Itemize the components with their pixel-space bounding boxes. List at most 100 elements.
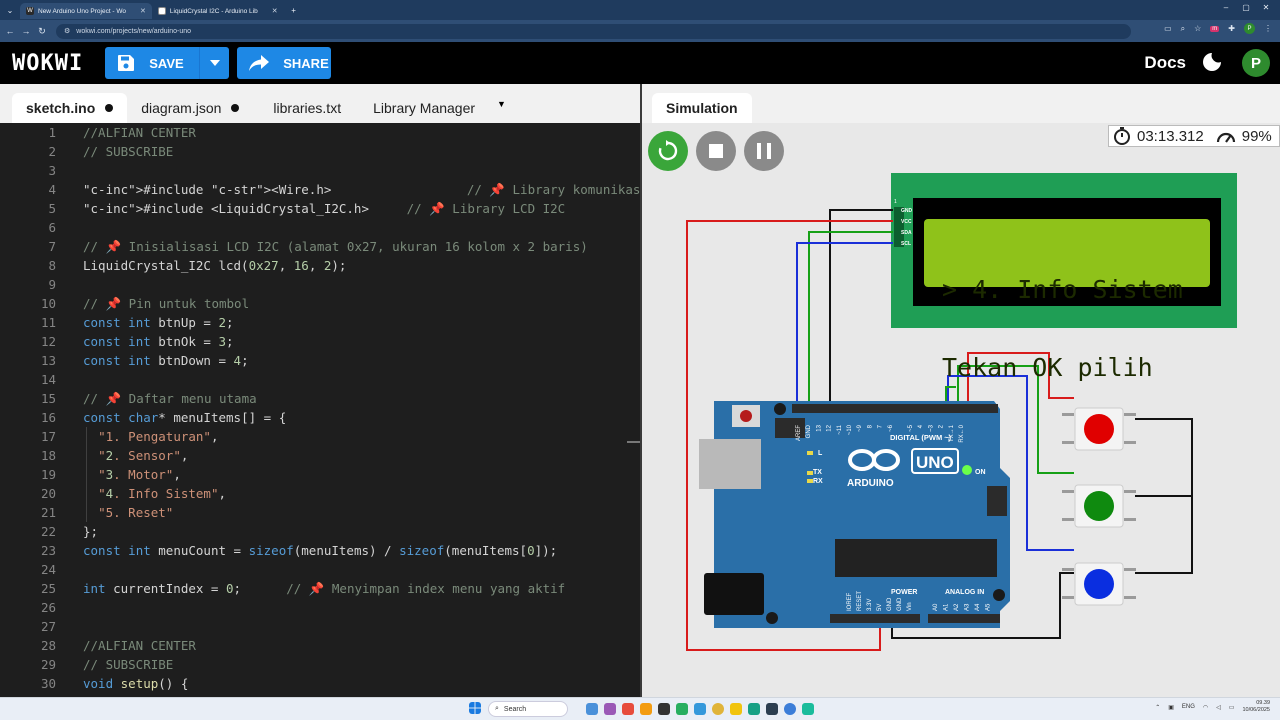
chrome-icon[interactable] <box>712 703 724 715</box>
lcd-module[interactable]: 1 <box>891 173 1237 328</box>
reload-icon[interactable]: ↻ <box>38 25 46 36</box>
pushbutton[interactable] <box>1062 407 1136 451</box>
browser-menu-icon[interactable]: ⋮ <box>1264 24 1272 33</box>
simulation-canvas[interactable]: 03:13.312 99% 1 GND VCC SDA SCL <box>642 123 1280 697</box>
battery-icon[interactable]: ▭ <box>1228 704 1235 711</box>
close-tab-icon[interactable]: ✕ <box>140 8 146 15</box>
pushbutton[interactable] <box>1062 562 1136 606</box>
wifi-icon[interactable]: ◠ <box>1202 704 1209 711</box>
code-line[interactable]: 5"c-inc">#include <LiquidCrystal_I2C.h> … <box>0 199 630 218</box>
code-line[interactable]: 1//ALFIAN CENTER <box>0 123 630 142</box>
browser-tab[interactable]: LiquidCrystal I2C - Arduino Lib ✕ <box>152 3 284 19</box>
code-line[interactable]: 15// 📌 Daftar menu utama <box>0 389 630 408</box>
save-button[interactable]: SAVE <box>105 47 199 79</box>
back-icon[interactable]: ← <box>5 26 15 36</box>
code-line[interactable]: 18 "2. Sensor", <box>0 446 630 465</box>
capcut-icon[interactable] <box>658 703 670 715</box>
code-line[interactable]: 14 <box>0 370 630 389</box>
code-line[interactable]: 19 "3. Motor", <box>0 465 630 484</box>
restart-simulation-button[interactable] <box>648 131 688 171</box>
stop-simulation-button[interactable] <box>696 131 736 171</box>
code-line[interactable]: 26 <box>0 598 630 617</box>
user-avatar[interactable]: P <box>1242 49 1270 77</box>
forward-icon[interactable]: → <box>21 26 31 36</box>
panel-splitter[interactable] <box>640 84 642 697</box>
clock[interactable]: 09.39 10/06/2025 <box>1242 700 1270 714</box>
taskbar-search-input[interactable]: ⌕ Search <box>488 701 568 717</box>
app-icon[interactable] <box>766 703 778 715</box>
copilot-icon[interactable] <box>604 703 616 715</box>
tray-chevron-icon[interactable]: ⌃ <box>1155 704 1161 711</box>
arduino-uno-board[interactable] <box>699 401 1010 628</box>
edge-icon[interactable] <box>586 703 598 715</box>
code-line[interactable]: 20 "4. Info Sistem", <box>0 484 630 503</box>
code-line[interactable]: 4"c-inc">#include "c-str"><Wire.h> // 📌 … <box>0 180 640 199</box>
code-line[interactable]: 7// 📌 Inisialisasi LCD I2C (alamat 0x27,… <box>0 237 630 256</box>
volume-icon[interactable]: ◁ <box>1216 704 1221 711</box>
more-tabs-caret-icon[interactable]: ▼ <box>497 99 506 109</box>
new-tab-icon[interactable]: + <box>291 5 296 15</box>
code-line[interactable]: 9 <box>0 275 630 294</box>
code-line[interactable]: 29// SUBSCRIBE <box>0 655 630 674</box>
close-window-icon[interactable]: ✕ <box>1262 3 1270 12</box>
minimize-icon[interactable]: – <box>1223 3 1229 12</box>
code-line[interactable]: 6 <box>0 218 630 237</box>
tray-app-icon[interactable]: ▣ <box>1168 704 1174 711</box>
tab-diagram-json[interactable]: diagram.json <box>127 93 253 123</box>
app-icon[interactable] <box>748 703 760 715</box>
docs-link[interactable]: Docs <box>1144 53 1186 72</box>
file-explorer-icon[interactable] <box>730 703 742 715</box>
code-line[interactable]: 10// 📌 Pin untuk tombol <box>0 294 630 313</box>
app-icon[interactable] <box>802 703 814 715</box>
code-line[interactable]: 3 <box>0 161 630 180</box>
wokwi-logo[interactable]: WOKWI <box>12 50 84 76</box>
pause-simulation-button[interactable] <box>744 131 784 171</box>
tab-libraries-txt[interactable]: libraries.txt <box>253 93 355 123</box>
tab-simulation[interactable]: Simulation <box>652 93 752 123</box>
tab-label: sketch.ino <box>26 100 96 116</box>
url-input[interactable]: ⚙ wokwi.com/projects/new/arduino-uno <box>56 23 1131 39</box>
share-button[interactable]: SHARE <box>237 47 332 79</box>
language-indicator[interactable]: ENG <box>1181 704 1195 710</box>
files-icon[interactable] <box>640 703 652 715</box>
code-line[interactable]: 21 "5. Reset" <box>0 503 630 522</box>
save-label: SAVE <box>149 55 184 71</box>
browser-tab-active[interactable]: W New Arduino Uno Project - Wo ✕ <box>20 3 152 19</box>
store-icon[interactable] <box>694 703 706 715</box>
code-line[interactable]: 22}; <box>0 522 630 541</box>
mail-icon[interactable] <box>622 703 634 715</box>
close-tab-icon[interactable]: ✕ <box>271 8 278 15</box>
code-line[interactable]: 2// SUBSCRIBE <box>0 142 630 161</box>
zoom-icon[interactable]: ⌕ <box>1180 23 1186 33</box>
extension-icon[interactable]: m <box>1210 25 1220 32</box>
extensions-puzzle-icon[interactable]: ✚ <box>1228 24 1235 33</box>
cast-icon[interactable]: ▭ <box>1164 24 1172 33</box>
dark-mode-moon-icon[interactable] <box>1202 52 1222 72</box>
browser-profile-avatar[interactable]: P <box>1244 23 1255 34</box>
code-line[interactable]: 27 <box>0 617 630 636</box>
tab-library-manager[interactable]: Library Manager <box>355 93 489 123</box>
bookmark-star-icon[interactable]: ☆ <box>1194 24 1202 33</box>
caret-down-icon <box>209 60 220 66</box>
maximize-icon[interactable]: ▢ <box>1242 3 1250 12</box>
chrome-active-icon[interactable] <box>784 703 796 715</box>
whatsapp-icon[interactable] <box>676 703 688 715</box>
site-info-icon[interactable]: ⚙ <box>64 28 71 35</box>
save-dropdown-button[interactable] <box>199 47 229 79</box>
code-line[interactable]: 28//ALFIAN CENTER <box>0 636 630 655</box>
windows-start-icon[interactable] <box>469 702 481 714</box>
tab-sketch-ino[interactable]: sketch.ino <box>12 93 128 123</box>
code-line[interactable]: 17 "1. Pengaturan", <box>0 427 630 446</box>
tab-list-icon[interactable]: ⌄ <box>6 5 14 15</box>
pushbutton[interactable] <box>1062 484 1136 528</box>
code-line[interactable]: 24 <box>0 560 630 579</box>
